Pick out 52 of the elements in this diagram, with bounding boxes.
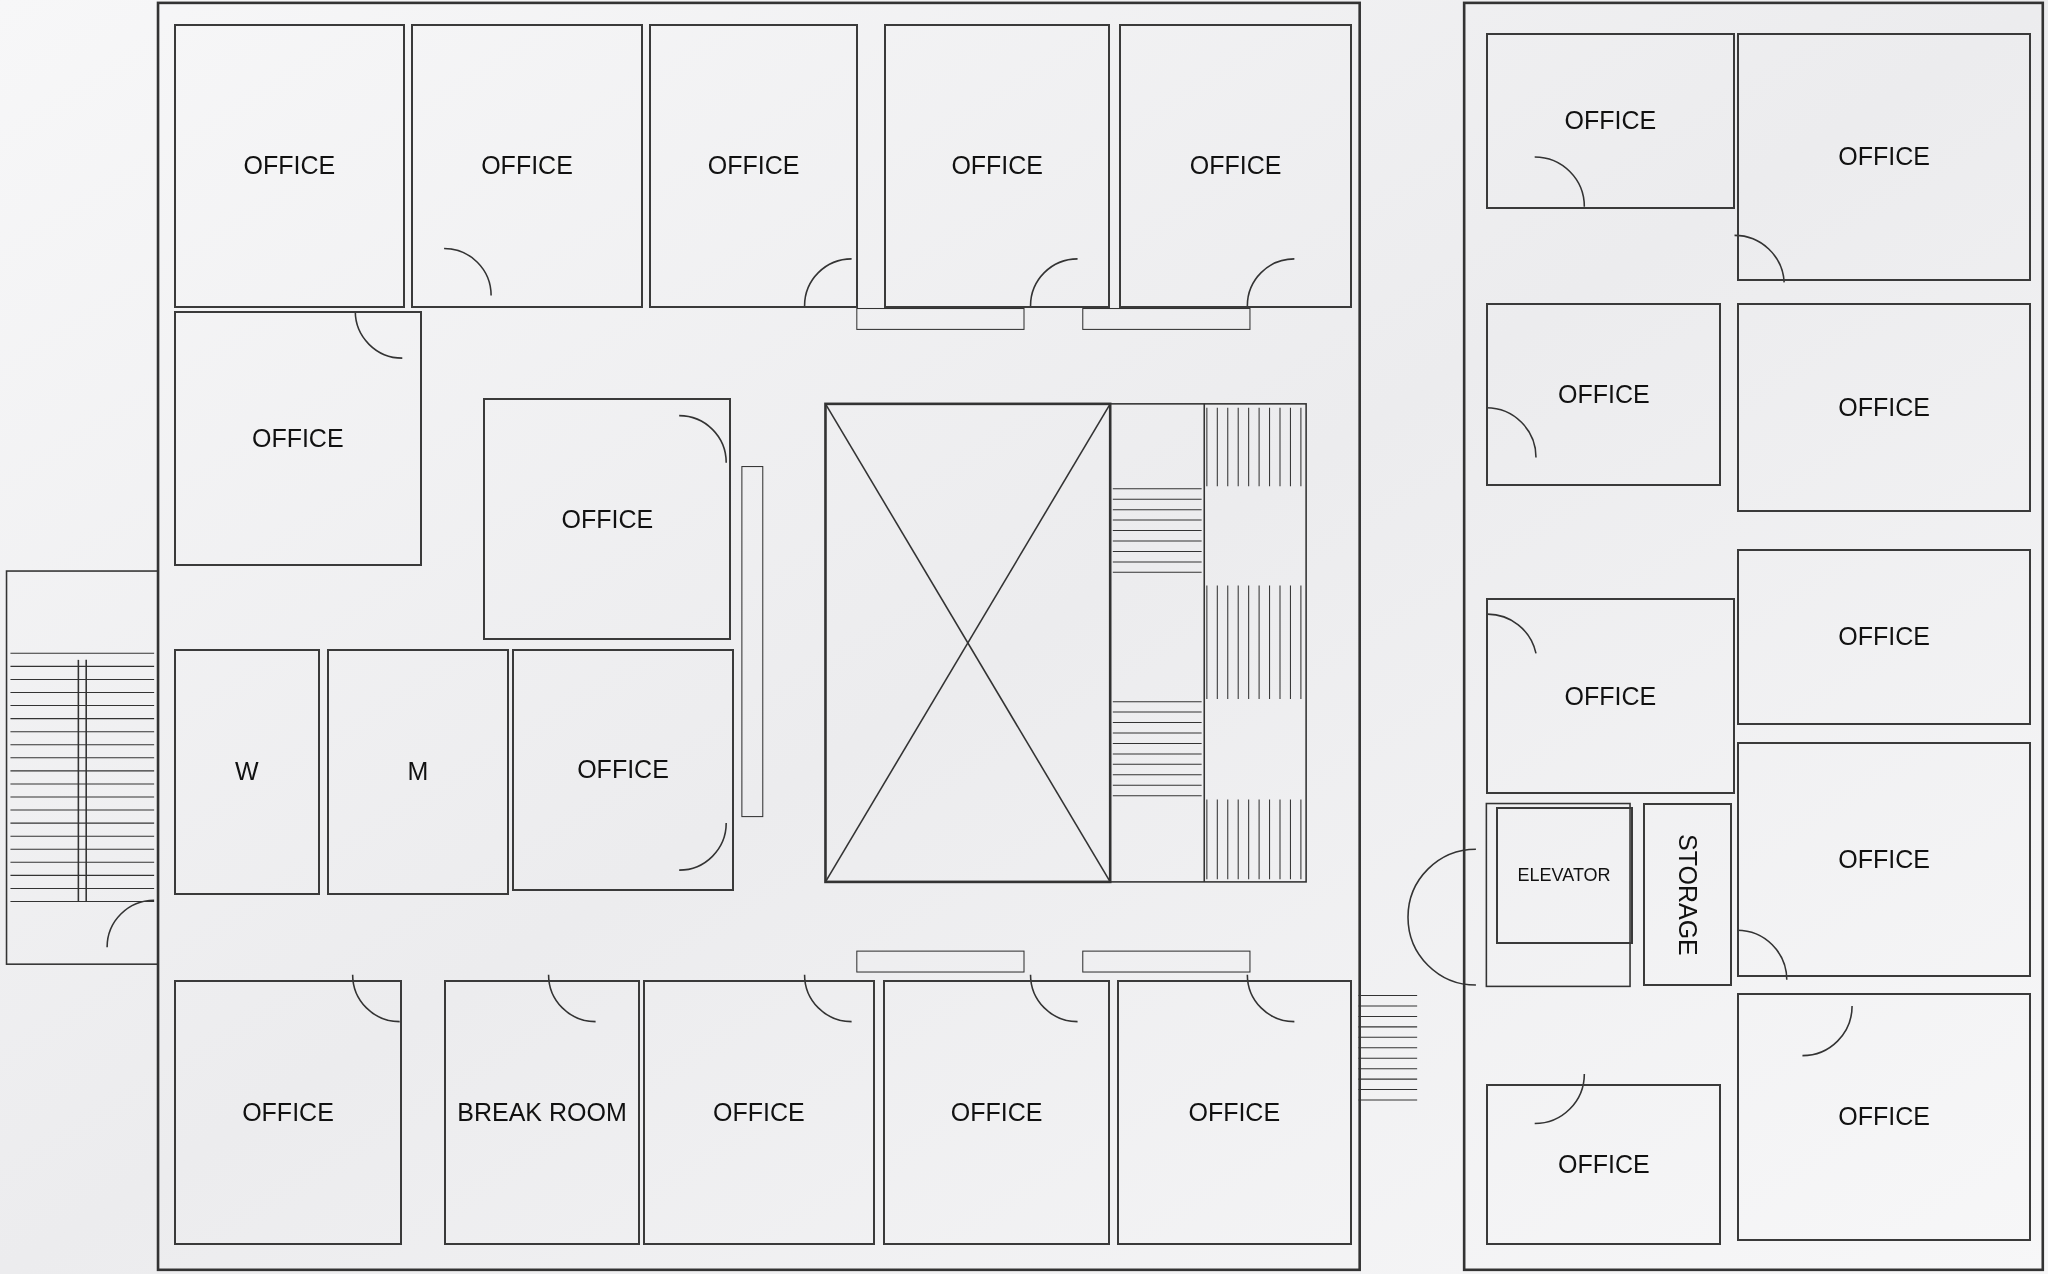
room (173, 649, 320, 895)
room (1486, 32, 1735, 209)
room-label: BREAK ROOM (457, 1096, 627, 1128)
room-label: OFFICE (1189, 150, 1282, 182)
room (1737, 741, 2031, 977)
room (1737, 548, 2031, 725)
room (1486, 1084, 1722, 1245)
room (173, 310, 422, 566)
room-label: OFFICE (1838, 141, 1930, 173)
room-label: W (235, 756, 259, 788)
room-label: STORAGE (1673, 833, 1704, 956)
room-label: OFFICE (1838, 391, 1930, 423)
room-label: OFFICE (1558, 378, 1650, 410)
room (1737, 992, 2031, 1241)
room (1737, 32, 2031, 281)
room (1116, 979, 1352, 1245)
room-label: OFFICE (251, 422, 344, 454)
room (512, 649, 735, 891)
room (1495, 807, 1633, 945)
room-label: OFFICE (577, 754, 669, 786)
room (483, 398, 732, 640)
room-label: OFFICE (1188, 1096, 1281, 1128)
room-label: ELEVATOR (1517, 864, 1611, 887)
room-label: OFFICE (243, 150, 336, 182)
room (1737, 303, 2031, 512)
room-label: OFFICE (242, 1096, 334, 1128)
room-label: OFFICE (1838, 1101, 1930, 1133)
room (882, 979, 1111, 1245)
room-label: OFFICE (950, 1096, 1043, 1128)
room (1643, 803, 1732, 987)
room (173, 23, 405, 309)
room (173, 979, 403, 1245)
room-label: OFFICE (561, 503, 654, 535)
room (1119, 23, 1352, 309)
room (411, 23, 643, 309)
room-label: OFFICE (1564, 680, 1657, 712)
room-label: OFFICE (707, 150, 800, 182)
room (642, 979, 876, 1245)
room-label: OFFICE (951, 150, 1044, 182)
room (1486, 598, 1735, 795)
room-label: OFFICE (713, 1096, 805, 1128)
room-label: M (407, 756, 429, 788)
room (649, 23, 859, 309)
room-label: OFFICE (1838, 843, 1930, 875)
room-label: OFFICE (1564, 105, 1657, 137)
room-label: OFFICE (481, 150, 573, 182)
room (444, 979, 640, 1245)
room-label: OFFICE (1558, 1148, 1650, 1180)
room (326, 649, 510, 895)
room-label: OFFICE (1838, 621, 1930, 653)
room (884, 23, 1111, 309)
room (1486, 303, 1722, 486)
